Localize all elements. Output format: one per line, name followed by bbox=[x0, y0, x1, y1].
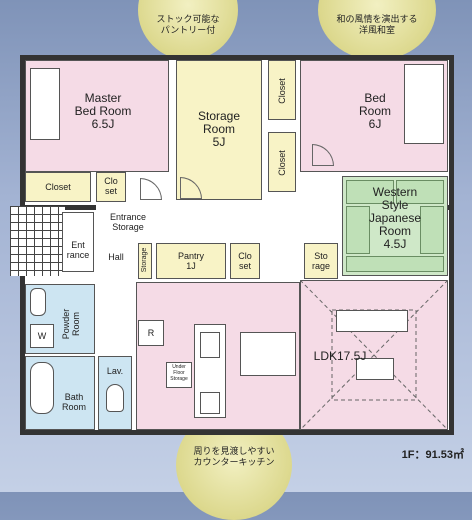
stove bbox=[200, 392, 220, 414]
sofa bbox=[336, 310, 408, 332]
washer bbox=[30, 324, 54, 348]
hall-label: Hall bbox=[108, 252, 124, 262]
pantry-label: Pantry 1J bbox=[177, 251, 204, 271]
underfloor-storage bbox=[166, 362, 192, 388]
closet-vertical-top-label: Closet bbox=[277, 78, 287, 104]
closet-vertical-bottom-label: Closet bbox=[277, 150, 287, 176]
entrance-storage-label: Entrance Storage bbox=[109, 212, 147, 232]
bedroom-label: Bed Room 6J bbox=[358, 91, 391, 131]
closet-vertical-top bbox=[268, 60, 296, 120]
powder-sink bbox=[30, 288, 46, 316]
storage-room-label: Storage Room 5J bbox=[197, 109, 241, 149]
master-bedroom-label: Master Bed Room 6.5J bbox=[74, 91, 132, 131]
closet-left-label: Closet bbox=[45, 182, 71, 192]
storage-small bbox=[304, 243, 338, 279]
powder-room-label: Powder Room bbox=[61, 308, 81, 340]
closet-vertical-bottom bbox=[268, 132, 296, 192]
underfloor-storage-label: Under Floor Storage bbox=[170, 364, 188, 382]
lav-label: Lav. bbox=[106, 366, 124, 376]
bedroom-bed-furniture bbox=[404, 64, 444, 144]
western-japanese-room-label: Western Style Japanese Room 4.5J bbox=[368, 185, 422, 251]
closet-left bbox=[25, 172, 91, 202]
toilet bbox=[106, 384, 124, 412]
ldk-label: LDK17.5J bbox=[313, 349, 367, 363]
callout-pantry-text: ストック可能な パントリー付 bbox=[156, 14, 220, 35]
storage-vertical bbox=[138, 243, 152, 279]
closet-small-left-label: Clo set bbox=[104, 176, 118, 196]
coffee-table bbox=[356, 358, 394, 380]
tatami-2 bbox=[396, 180, 444, 204]
pantry bbox=[156, 243, 226, 279]
tatami-4 bbox=[420, 206, 444, 254]
closet-mid bbox=[230, 243, 260, 279]
tatami-3 bbox=[346, 206, 370, 254]
callout-washitsu-text: 和の風情を演出する 洋風和室 bbox=[336, 14, 418, 35]
refrigerator bbox=[138, 320, 164, 346]
bathtub bbox=[30, 362, 54, 414]
entrance-tiles bbox=[10, 206, 65, 276]
corridor bbox=[96, 205, 342, 237]
bath-room-label: Bath Room bbox=[61, 392, 86, 412]
master-bed-furniture bbox=[30, 68, 60, 140]
entrance-label: Ent rance bbox=[66, 240, 90, 260]
storage-vertical-label: Storage bbox=[141, 247, 148, 273]
tatami-5 bbox=[346, 256, 444, 272]
closet-mid-label: Clo set bbox=[238, 251, 252, 271]
storage-small-label: Sto rage bbox=[311, 251, 330, 271]
closet-small-left bbox=[96, 172, 126, 202]
callout-kitchen-text: 周りを見渡しやすい カウンターキッチン bbox=[193, 446, 275, 467]
refrigerator-mark: R bbox=[147, 328, 155, 338]
floor-area: 1F：91.53㎡ bbox=[401, 449, 464, 461]
washer-mark: W bbox=[37, 331, 47, 341]
tatami-1 bbox=[346, 180, 394, 204]
dining-table bbox=[240, 332, 296, 376]
entrance bbox=[62, 212, 94, 272]
storage-room bbox=[176, 60, 262, 200]
kitchen-sink bbox=[200, 332, 220, 358]
